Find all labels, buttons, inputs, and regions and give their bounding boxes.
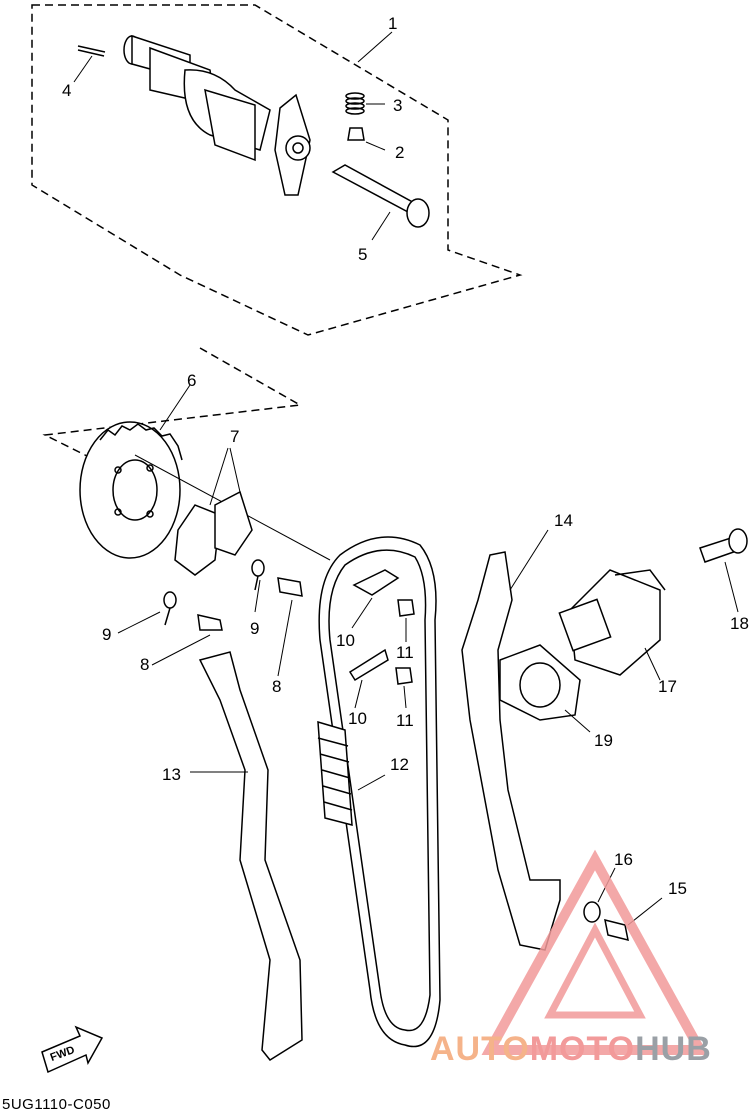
chain-links xyxy=(317,720,353,826)
callout-1: 1 xyxy=(388,14,398,33)
group-leader xyxy=(42,347,303,461)
watermark-logo-text: AUTOMOTOHUB xyxy=(430,1030,712,1069)
guide-bolt xyxy=(604,918,629,942)
callout-18: 18 xyxy=(730,614,749,633)
callout-13: 13 xyxy=(162,765,181,784)
callout-2: 2 xyxy=(395,143,405,162)
watermark-word-hub: HUB xyxy=(635,1030,712,1068)
forward-arrow-icon xyxy=(41,1025,104,1074)
callout-5: 5 xyxy=(358,245,368,264)
decompression-spring xyxy=(345,92,365,115)
callout-15: 15 xyxy=(668,879,687,898)
watermark-word-moto: MOTO xyxy=(529,1030,636,1068)
dowel-pin xyxy=(77,45,106,57)
chain-guide-stopper xyxy=(352,569,400,596)
decompression-springs xyxy=(163,559,265,626)
callout-10: 10 xyxy=(336,631,355,650)
bolt xyxy=(397,599,415,617)
callout-4: 4 xyxy=(62,81,72,100)
tensioner-bolt xyxy=(699,528,748,563)
callout-9: 9 xyxy=(250,619,260,638)
callout-3: 3 xyxy=(393,96,403,115)
bolt xyxy=(197,614,223,631)
callout-12: 12 xyxy=(390,755,409,774)
chain-tensioner xyxy=(558,569,666,676)
decompression-shaft xyxy=(331,164,430,228)
camshaft xyxy=(123,34,311,196)
washer xyxy=(583,901,601,923)
decompression-plates xyxy=(174,490,253,576)
chain-guide-exhaust xyxy=(198,651,303,1061)
callout-7: 7 xyxy=(230,427,240,446)
bolt xyxy=(395,667,413,685)
chain-guide-stopper xyxy=(348,648,389,682)
decompression-pin xyxy=(347,127,365,141)
watermark-triangle-logo xyxy=(481,849,709,1055)
timing-chain-loop xyxy=(318,536,441,1048)
callout-6: 6 xyxy=(187,371,197,390)
diagram-part-code: 5UG1110-C050 xyxy=(2,1096,111,1113)
callout-16: 16 xyxy=(614,850,633,869)
callout-14: 14 xyxy=(554,511,573,530)
assembly-boundary-box xyxy=(31,4,523,336)
timing-chain-loop-inner xyxy=(328,549,431,1032)
bolt xyxy=(277,577,303,597)
callout-8: 8 xyxy=(140,655,150,674)
callout-11: 11 xyxy=(396,711,414,730)
callout-8: 8 xyxy=(272,677,282,696)
cam-sprocket xyxy=(79,421,183,559)
callout-19: 19 xyxy=(594,731,613,750)
callout-10: 10 xyxy=(348,709,367,728)
callout-9: 9 xyxy=(102,625,112,644)
tensioner-gasket xyxy=(499,644,581,721)
callout-11: 11 xyxy=(396,643,414,662)
chain-guide-intake xyxy=(461,551,561,951)
watermark-word-auto: AUTO xyxy=(430,1030,530,1068)
callout-17: 17 xyxy=(658,677,677,696)
